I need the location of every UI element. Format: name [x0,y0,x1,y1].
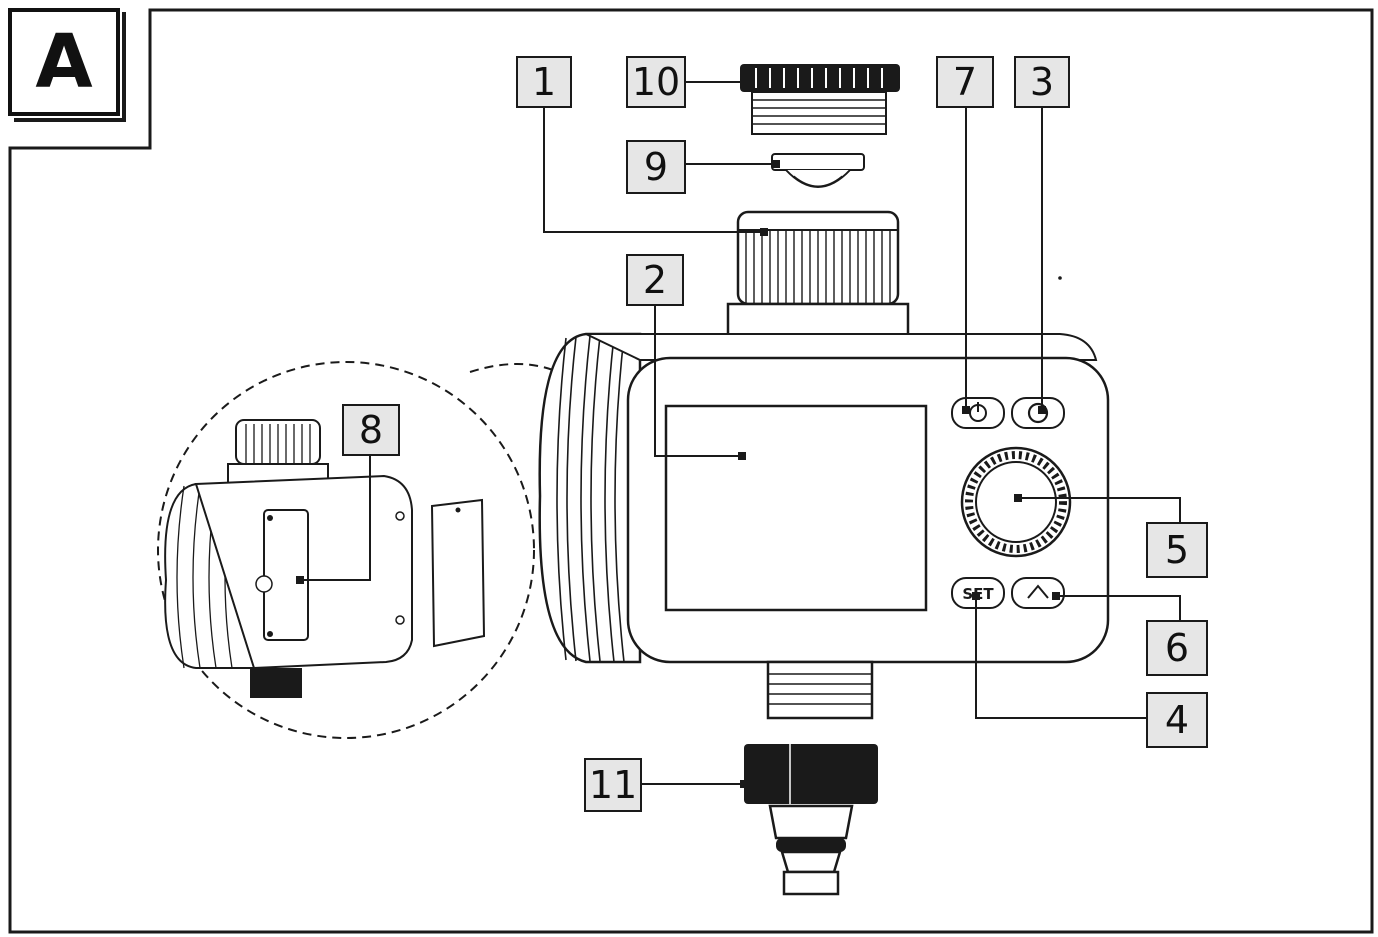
display-window [664,404,928,612]
leader-8 [300,456,371,581]
callout-4: 4 [1146,692,1208,748]
callout-10: 10 [626,56,686,108]
union-nut-part [726,210,910,340]
callout-3: 3 [1014,56,1070,108]
callout-5: 5 [1146,522,1208,578]
leader-4 [975,596,1146,719]
threaded-adapter-part [740,64,900,135]
callout-6: 6 [1146,620,1208,676]
power-button [951,397,1005,429]
callout-1: 1 [516,56,572,108]
callout-9: 9 [626,140,686,194]
battery-detail-view [157,361,559,739]
panel-letter: A [8,8,120,116]
figure-frame [8,8,1374,934]
corner-shadow [14,12,126,122]
filter-washer-part [771,153,865,188]
callout-2: 2 [626,254,684,306]
leader-lines [300,81,1181,785]
leader-2 [654,306,742,457]
callout-7: 7 [936,56,994,108]
leader-6 [1056,595,1181,620]
delay-button [1011,577,1065,609]
hose-connector-part [744,744,878,896]
leader-1 [543,108,764,233]
callout-11: 11 [584,758,642,812]
timer-housing: SET [538,332,1110,720]
leader-5 [1018,497,1181,522]
callout-8: 8 [342,404,400,456]
